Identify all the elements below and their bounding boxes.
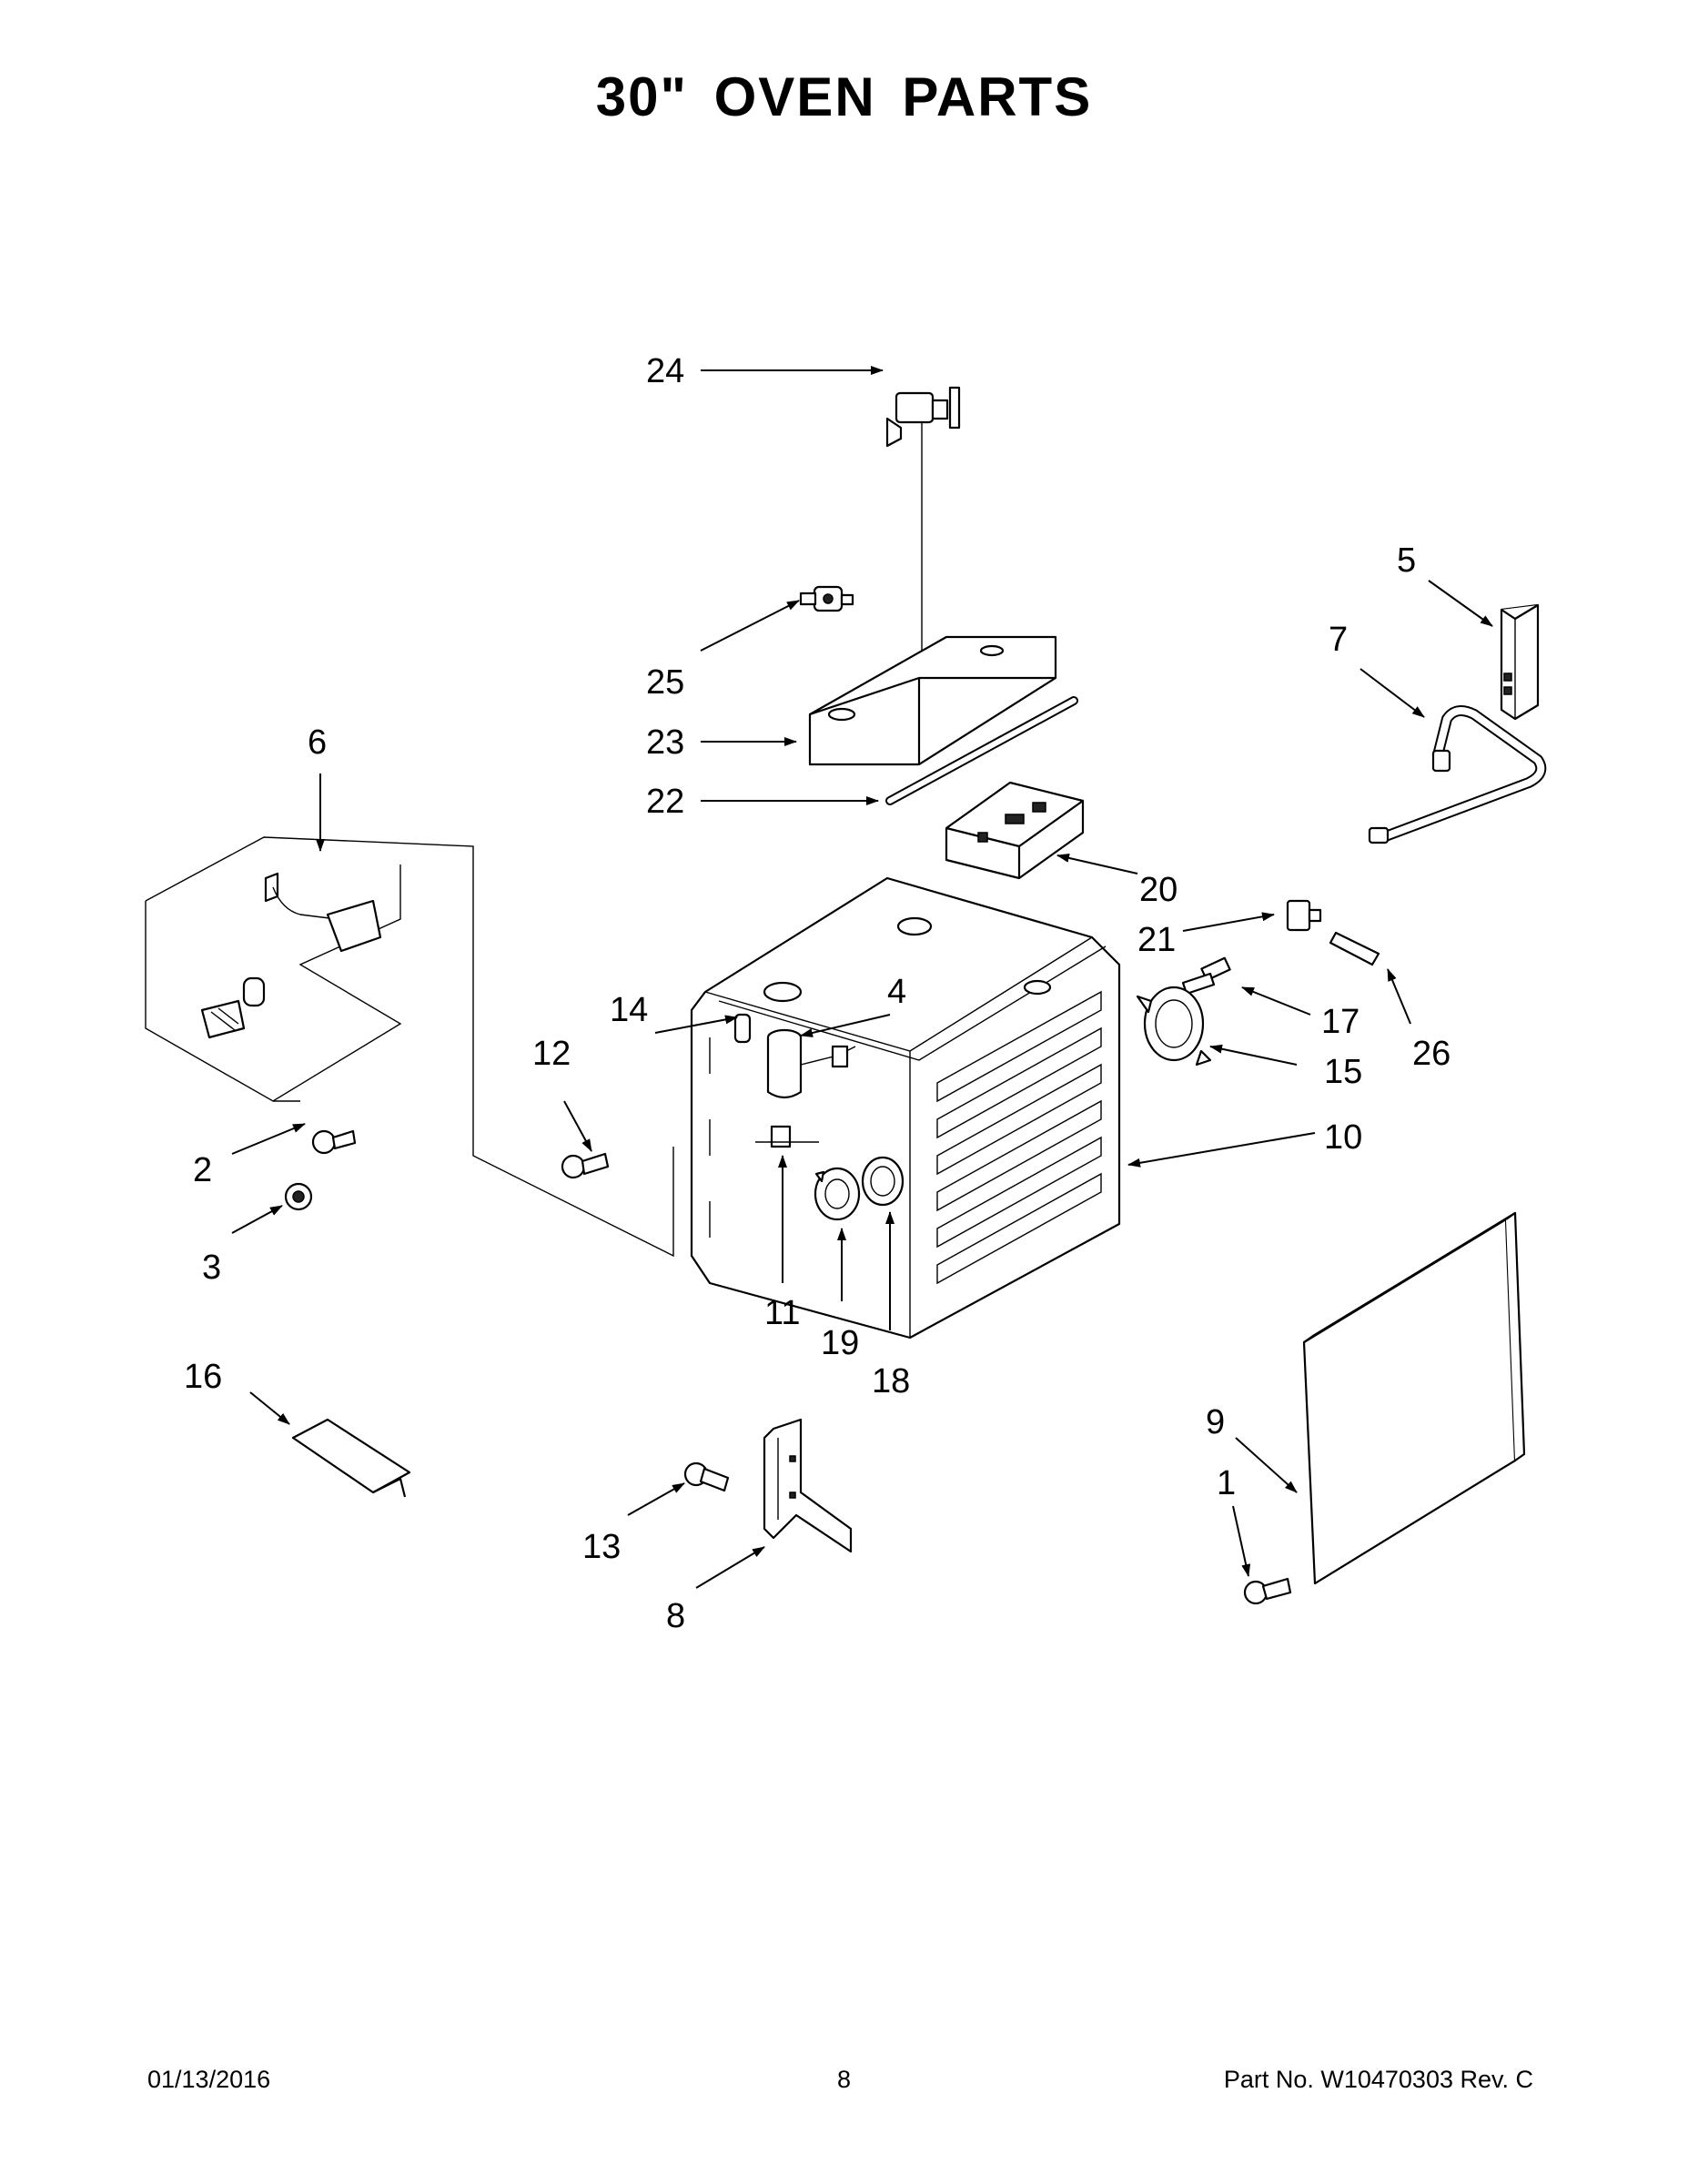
callout-6: 6 [308, 723, 327, 762]
callout-15: 15 [1324, 1053, 1362, 1091]
callout-11: 11 [764, 1294, 800, 1332]
callout-26: 26 [1412, 1035, 1450, 1073]
footer-date: 01/13/2016 [147, 2066, 271, 2093]
callout-17: 17 [1321, 1003, 1359, 1041]
part-21-switch [1286, 899, 1322, 932]
callout-14: 14 [610, 991, 648, 1029]
leader-1 [1232, 1505, 1251, 1577]
part-24-valve [885, 386, 961, 701]
callout-22: 22 [646, 783, 684, 821]
leader-13 [627, 1482, 685, 1516]
callout-2: 2 [193, 1151, 212, 1189]
part-14-screw [733, 1013, 752, 1044]
part-3-knob [284, 1182, 313, 1211]
leader-26 [1387, 968, 1411, 1025]
leader-16 [249, 1391, 290, 1425]
footer-page-number: 8 [836, 2066, 852, 2093]
callout-12: 12 [532, 1035, 571, 1073]
leader-12 [563, 1100, 592, 1152]
callout-10: 10 [1324, 1118, 1362, 1157]
part-11-bracket [755, 1125, 819, 1148]
callout-21: 21 [1137, 921, 1176, 959]
part-20-control-board [945, 781, 1085, 880]
part-15-fan-cover [1136, 986, 1212, 1067]
part-12-screw [561, 1152, 610, 1179]
callout-1: 1 [1217, 1464, 1236, 1502]
part-13-screw [683, 1461, 730, 1492]
leader-4 [800, 1014, 891, 1037]
part-1-screw [1243, 1577, 1292, 1605]
callout-19: 19 [821, 1324, 859, 1362]
part-16-strip [291, 1418, 411, 1498]
callout-9: 9 [1206, 1403, 1225, 1441]
callout-16: 16 [184, 1358, 222, 1396]
callout-24: 24 [646, 352, 684, 390]
leader-10 [1127, 1132, 1316, 1168]
page-title: 30" OVEN PARTS [595, 66, 1093, 127]
leader-2 [231, 1123, 306, 1155]
part-7-sensor [1368, 705, 1547, 844]
leader-7 [1359, 668, 1425, 718]
leader-15 [1209, 1044, 1298, 1066]
callout-23: 23 [646, 723, 684, 762]
leader-17 [1241, 986, 1311, 1016]
leader-20 [1056, 854, 1138, 875]
leader-9 [1235, 1437, 1298, 1493]
leader-25 [700, 600, 800, 652]
callout-18: 18 [872, 1362, 910, 1400]
callout-5: 5 [1397, 541, 1416, 580]
callout-25: 25 [646, 663, 684, 702]
part-2-screw [311, 1129, 357, 1155]
leader-3 [231, 1205, 283, 1234]
callout-4: 4 [887, 973, 906, 1011]
part-5-housing [1500, 603, 1540, 721]
part-18-ring [861, 1156, 905, 1207]
part-26-pin [1329, 931, 1380, 966]
callout-7: 7 [1329, 621, 1348, 659]
part-4-element [766, 1028, 856, 1099]
leader-14 [654, 1015, 738, 1034]
part-19-fan-motor [814, 1167, 861, 1221]
part-8-bracket [763, 1418, 853, 1553]
callout-20: 20 [1139, 871, 1178, 909]
leader-5 [1428, 580, 1493, 627]
part-25-fitting [799, 585, 854, 612]
callout-8: 8 [666, 1597, 685, 1635]
callout-13: 13 [582, 1528, 621, 1566]
part-17-screw [1181, 956, 1231, 996]
leader-21 [1182, 912, 1275, 932]
part-22-tube [885, 696, 1078, 805]
part-6-panel-assembly [145, 836, 674, 1258]
part-10-oven-cavity [690, 876, 1121, 1340]
leader-8 [695, 1546, 765, 1589]
part-23-bracket [808, 635, 1057, 766]
part-9-door-panel [1302, 1211, 1526, 1585]
footer-part-number: Part No. W10470303 Rev. C [1223, 2066, 1533, 2093]
callout-3: 3 [202, 1249, 221, 1287]
